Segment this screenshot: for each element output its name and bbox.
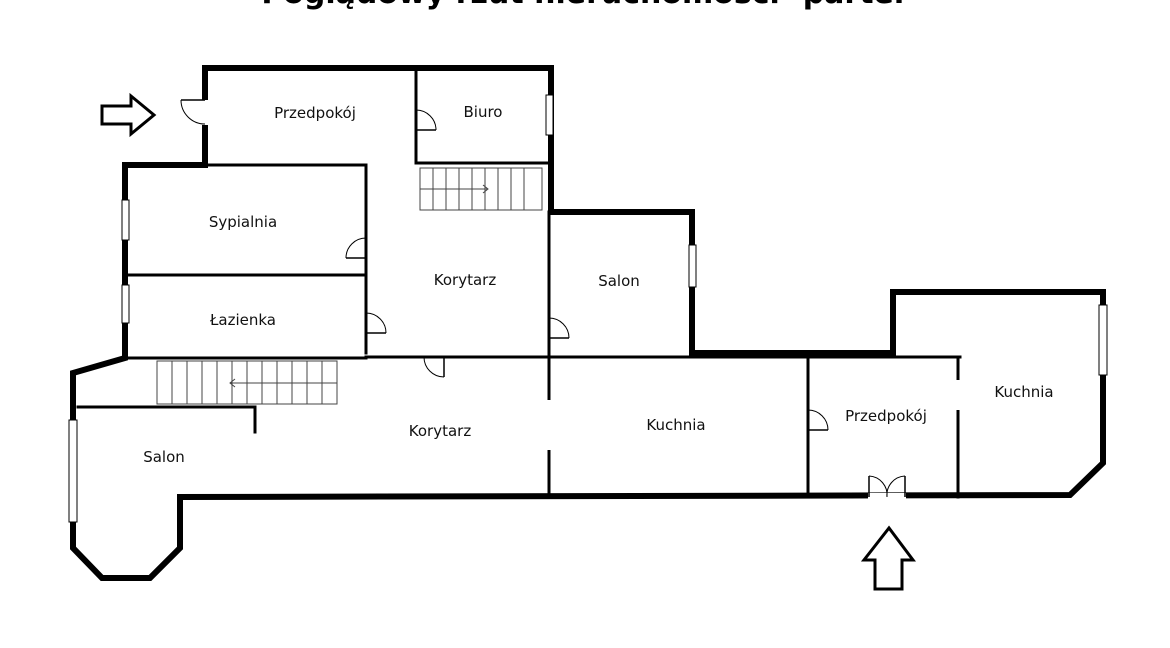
- entrance-arrow-up-icon: [860, 525, 916, 591]
- room-labels: Przedpokój Biuro Sypialnia Korytarz Salo…: [143, 103, 1053, 466]
- room-label-przedpokoj-right: Przedpokój: [845, 407, 927, 425]
- window-sypialnia: [121, 199, 130, 241]
- outer-walls: [70, 65, 1106, 581]
- door-salon[interactable]: [548, 317, 570, 339]
- window-kuchnia: [1098, 304, 1108, 376]
- interior-walls: [76, 66, 962, 499]
- door-entrance-left[interactable]: [180, 99, 209, 125]
- window-salon-lower: [68, 419, 78, 523]
- window-lazienka: [121, 284, 130, 324]
- door-entrance-bottom[interactable]: [868, 475, 906, 501]
- door-sypialnia[interactable]: [345, 237, 367, 259]
- stairs-upper: [419, 167, 543, 211]
- window-biuro: [545, 94, 554, 136]
- room-label-salon-lower: Salon: [143, 448, 185, 466]
- room-label-salon: Salon: [598, 272, 640, 290]
- room-label-korytarz-upper: Korytarz: [434, 271, 497, 289]
- door-lazienka[interactable]: [365, 312, 387, 334]
- room-label-sypialnia: Sypialnia: [209, 213, 277, 231]
- opening-kuchnia-right: [955, 380, 962, 410]
- windows: [68, 94, 1108, 523]
- doors: [180, 99, 962, 501]
- room-label-korytarz-lower: Korytarz: [409, 422, 472, 440]
- room-label-kuchnia: Kuchnia: [646, 416, 705, 434]
- room-label-biuro: Biuro: [464, 103, 503, 121]
- entrance-arrow-right-icon: [100, 92, 157, 138]
- room-label-przedpokoj: Przedpokój: [274, 104, 356, 122]
- page-title: Poglądowy rzut nieruchomości- parter: [0, 0, 1170, 11]
- stairs-lower: [156, 360, 338, 405]
- door-biuro[interactable]: [415, 109, 437, 131]
- opening-kuchnia: [546, 400, 553, 450]
- door-przedpokoj[interactable]: [807, 409, 829, 431]
- room-label-kuchnia-right: Kuchnia: [994, 383, 1053, 401]
- room-label-lazienka: Łazienka: [209, 311, 276, 329]
- door-korytarz[interactable]: [423, 356, 445, 378]
- window-salon: [688, 244, 697, 288]
